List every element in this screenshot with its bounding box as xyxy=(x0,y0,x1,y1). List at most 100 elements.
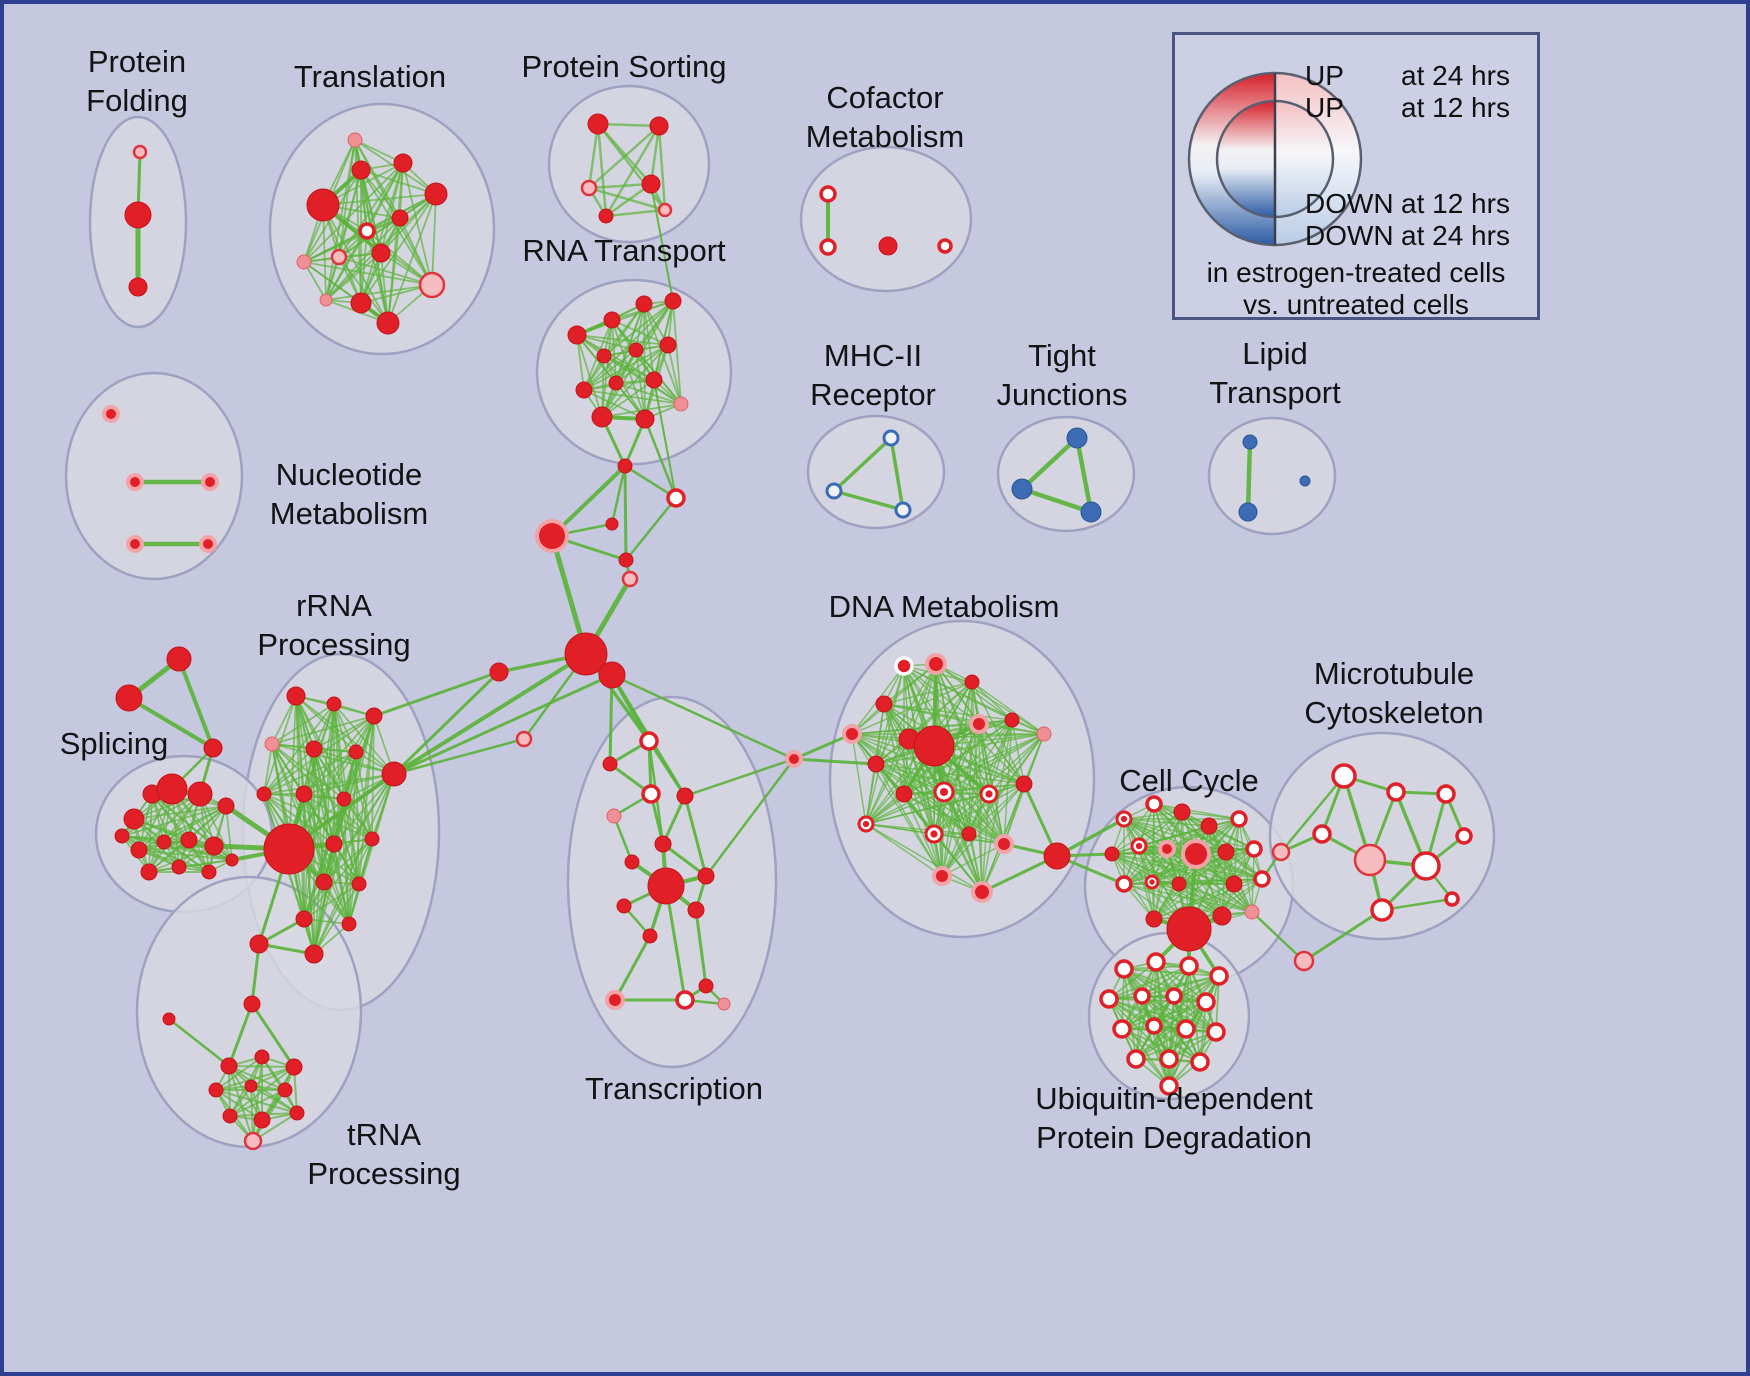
network-node xyxy=(132,144,148,160)
network-node xyxy=(697,867,715,885)
network-node xyxy=(199,535,217,553)
network-node xyxy=(564,632,608,676)
network-node xyxy=(391,209,409,227)
network-node xyxy=(1099,989,1119,1009)
network-node xyxy=(617,458,633,474)
network-node xyxy=(673,396,689,412)
network-node xyxy=(687,901,705,919)
cluster-label-cell-cycle: Cell Cycle xyxy=(1119,763,1259,798)
network-node xyxy=(1331,763,1357,789)
legend-word: DOWN xyxy=(1305,188,1394,219)
network-node xyxy=(635,409,655,429)
network-node xyxy=(1293,950,1315,972)
network-node xyxy=(932,866,952,886)
network-node xyxy=(115,684,143,712)
network-node xyxy=(126,535,144,553)
network-node xyxy=(596,348,612,364)
network-node xyxy=(1411,851,1441,881)
network-node xyxy=(358,222,376,240)
network-node xyxy=(1230,810,1248,828)
network-node xyxy=(605,990,625,1010)
network-node xyxy=(580,179,598,197)
network-node xyxy=(1353,843,1387,877)
network-node xyxy=(203,738,223,758)
network-node xyxy=(635,295,653,313)
network-node-center-dot xyxy=(1149,879,1155,885)
legend-word: UP xyxy=(1305,60,1344,91)
legend-note-line2: vs. untreated cells xyxy=(1243,289,1469,320)
network-node xyxy=(180,831,198,849)
network-node xyxy=(1209,966,1229,986)
network-node xyxy=(1166,906,1212,952)
network-node xyxy=(1238,502,1258,522)
network-node xyxy=(657,202,673,218)
network-node xyxy=(616,898,632,914)
network-node xyxy=(621,570,639,588)
network-node xyxy=(330,248,348,266)
cluster-ellipse-dna-metabolism xyxy=(828,619,1096,939)
network-node xyxy=(1299,475,1311,487)
network-node xyxy=(961,826,977,842)
cluster-ellipse-mhc-ii-receptor xyxy=(806,414,946,530)
network-node xyxy=(1036,726,1052,742)
network-node xyxy=(187,781,213,807)
network-node xyxy=(642,928,658,944)
network-node xyxy=(1206,1022,1226,1042)
network-node xyxy=(825,482,843,500)
network-node xyxy=(641,174,661,194)
network-node xyxy=(1200,817,1218,835)
legend-word: UP xyxy=(1305,92,1344,123)
network-node xyxy=(1171,876,1187,892)
network-node xyxy=(675,990,695,1010)
network-node xyxy=(347,132,363,148)
cluster-label-transcription: Transcription xyxy=(585,1071,763,1106)
network-node xyxy=(894,501,912,519)
network-node xyxy=(867,755,885,773)
network-node xyxy=(937,238,953,254)
network-node xyxy=(306,188,340,222)
network-node xyxy=(286,686,306,706)
network-node xyxy=(305,740,323,758)
network-node xyxy=(254,1049,270,1065)
network-node-center-dot xyxy=(1135,842,1143,850)
network-node xyxy=(1176,1019,1196,1039)
network-node xyxy=(676,787,694,805)
network-node xyxy=(296,254,312,270)
network-node xyxy=(717,997,731,1011)
cluster-ellipse-cofactor-metabolism xyxy=(799,145,973,293)
network-node xyxy=(162,1012,176,1026)
network-node xyxy=(591,406,613,428)
network-node xyxy=(1145,795,1163,813)
network-node xyxy=(171,859,187,875)
network-node xyxy=(606,808,622,824)
legend-updown-circles-icon xyxy=(1187,71,1363,247)
cluster-label-translation: Translation xyxy=(294,59,446,94)
network-node xyxy=(365,707,383,725)
network-node xyxy=(123,808,145,830)
legend-time: at 12 hrs xyxy=(1401,188,1510,219)
legend-time: at 12 hrs xyxy=(1401,92,1510,123)
network-node xyxy=(243,995,261,1013)
legend-note-line1: in estrogen-treated cells xyxy=(1206,257,1506,288)
network-node xyxy=(994,834,1014,854)
network-node xyxy=(664,292,682,310)
network-node xyxy=(605,517,619,531)
network-node xyxy=(1455,827,1473,845)
network-node xyxy=(264,736,280,752)
network-node xyxy=(1159,1076,1179,1096)
network-node xyxy=(1158,840,1176,858)
cluster-label-dna-metabolism: DNA Metabolism xyxy=(829,589,1060,624)
network-node xyxy=(1312,824,1332,844)
network-node xyxy=(371,243,391,263)
network-node xyxy=(649,116,669,136)
network-node xyxy=(1253,870,1271,888)
network-node xyxy=(819,185,837,203)
